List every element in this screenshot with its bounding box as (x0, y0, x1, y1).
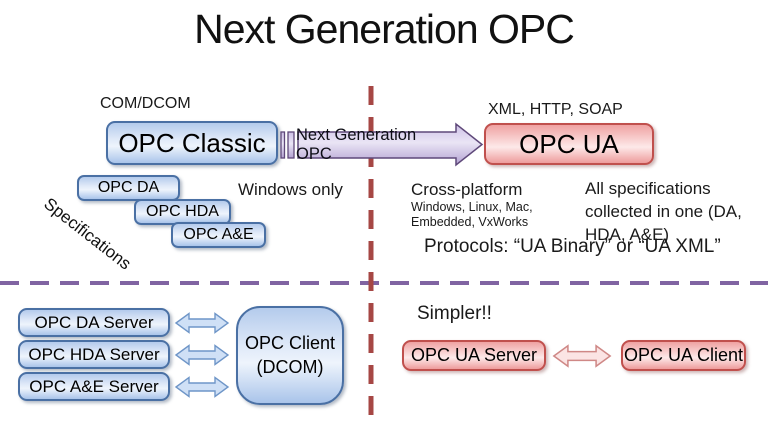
slide-title: Next Generation OPC (194, 6, 575, 52)
opc-hda-server-label: OPC HDA Server (28, 344, 160, 364)
opc-classic-label: OPC Classic (118, 127, 266, 158)
opc-client-label-line1: OPC Client (244, 333, 336, 354)
arrow-stripe-thick (287, 131, 295, 159)
all-specs-note: All specifications collected in one (DA,… (585, 179, 742, 244)
opc-client-label-line2: (DCOM) (256, 356, 324, 377)
double-arrow-icon (553, 344, 611, 368)
cross-platform-label: Cross-platform (411, 180, 523, 199)
opc-ua-box: OPC UA (484, 123, 654, 165)
opc-da-box: OPC DA (77, 175, 180, 201)
opc-ua-server-label: OPC UA Server (410, 345, 538, 365)
com-dcom-label: COM/DCOM (100, 95, 191, 112)
opc-da-server-label: OPC DA Server (34, 312, 154, 332)
simpler-note: Simpler!! (417, 303, 492, 324)
opc-da-label: OPC DA (97, 179, 160, 196)
opc-client-dcom-box: OPC Client (DCOM) (236, 306, 344, 405)
opc-hda-server-box: OPC HDA Server (18, 340, 170, 369)
opc-classic-box: OPC Classic (106, 121, 278, 165)
xml-http-soap-label: XML, HTTP, SOAP (488, 101, 623, 118)
double-arrow-icon (175, 312, 229, 334)
transition-arrow-label: Next Generation OPC (296, 125, 417, 163)
opc-ua-client-box: OPC UA Client (621, 340, 746, 371)
opc-ua-label: OPC UA (519, 128, 619, 159)
platforms-line1: Windows, Linux, Mac, (411, 200, 533, 214)
opc-hda-label: OPC HDA (146, 203, 219, 220)
opc-ae-label: OPC A&E (183, 226, 254, 243)
opc-ae-server-label: OPC A&E Server (29, 376, 159, 396)
opc-ua-client-label: OPC UA Client (623, 345, 744, 365)
opc-ua-server-box: OPC UA Server (402, 340, 546, 371)
arrow-stripe-thin (280, 131, 286, 159)
opc-ae-box: OPC A&E (171, 222, 266, 248)
platforms-line2: Embedded, VxWorks (411, 215, 529, 229)
specifications-label: Specifications (40, 194, 135, 274)
opc-ae-server-box: OPC A&E Server (18, 372, 170, 401)
double-arrow-icon (175, 344, 229, 366)
double-arrow-icon (175, 376, 229, 398)
protocols-note: Protocols: “UA Binary” or “UA XML” (424, 236, 721, 257)
opc-da-server-box: OPC DA Server (18, 308, 170, 337)
windows-only-label: Windows only (238, 180, 343, 199)
